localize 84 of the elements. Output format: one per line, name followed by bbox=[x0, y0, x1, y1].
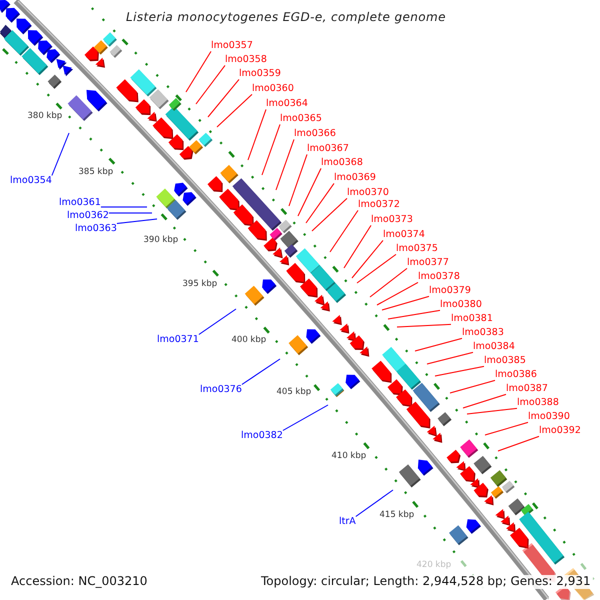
gene-label: lmo0383 bbox=[462, 328, 504, 338]
gene-label: lmo0365 bbox=[280, 114, 322, 124]
leader-line bbox=[288, 154, 308, 206]
gene-label: lmo0358 bbox=[225, 54, 267, 66]
leader-line bbox=[344, 224, 372, 268]
leader-line bbox=[376, 282, 418, 306]
scale-tick-label: 410 kbp bbox=[332, 452, 366, 462]
gene-label: lmo0362 bbox=[67, 210, 109, 222]
gene-label: lmo0385 bbox=[484, 356, 526, 366]
gene-label: lmo0367 bbox=[307, 144, 349, 154]
leader-line bbox=[306, 182, 334, 224]
gene-label: lmo0392 bbox=[539, 426, 581, 436]
leader-line bbox=[356, 254, 396, 284]
gene-label: lmo0360 bbox=[252, 84, 294, 94]
leader-line bbox=[208, 78, 240, 118]
leader-line bbox=[282, 404, 328, 431]
gene-label: lmo0359 bbox=[239, 68, 281, 80]
leader-line bbox=[388, 310, 440, 320]
gene-label: lmo0381 bbox=[451, 314, 493, 324]
leader-line bbox=[198, 308, 236, 335]
leader-line bbox=[426, 352, 474, 364]
gene-label: lmo0368 bbox=[321, 158, 363, 168]
leader-line bbox=[276, 138, 294, 190]
leader-line bbox=[382, 296, 430, 310]
leader-line bbox=[484, 422, 528, 436]
leader-line bbox=[248, 108, 266, 160]
leader-line bbox=[450, 380, 496, 394]
leader-line bbox=[352, 240, 384, 278]
scale-tick-label: 385 kbp bbox=[78, 168, 114, 178]
scale-tick-label: 415 kbp bbox=[380, 511, 414, 521]
scale-tick-label: 390 kbp bbox=[144, 236, 178, 246]
gene-label: lmo0387 bbox=[506, 384, 548, 394]
gene-label: lmo0354 bbox=[10, 176, 52, 186]
leader-line bbox=[196, 64, 226, 104]
leader-line bbox=[466, 408, 518, 414]
gene-label: lmo0361 bbox=[59, 198, 101, 208]
leader-line bbox=[262, 124, 280, 176]
gene-label: lmo0380 bbox=[440, 300, 482, 310]
leader-line bbox=[186, 50, 212, 92]
gene-label: lmo0370 bbox=[347, 188, 389, 198]
leader-line bbox=[312, 198, 348, 232]
gene-label: lmo0382 bbox=[241, 430, 283, 442]
scale-tick-label: 395 kbp bbox=[182, 280, 218, 290]
leader-line bbox=[434, 366, 484, 376]
gene-label: lmo0374 bbox=[383, 230, 425, 240]
gene-label: lmo0364 bbox=[266, 98, 308, 110]
gene-label: ltrA bbox=[339, 516, 356, 528]
leader-line bbox=[414, 338, 462, 352]
gene-label: lmo0378 bbox=[418, 272, 460, 282]
gene-label: lmo0375 bbox=[396, 244, 438, 254]
scale-tick-label: 405 kbp bbox=[276, 388, 312, 398]
leader-line bbox=[462, 394, 506, 408]
leader-line bbox=[100, 206, 148, 208]
leader-line bbox=[370, 268, 408, 298]
genome-info-text: Topology: circular; Length: 2,944,528 bp; Genes: 2,931 bbox=[259, 575, 593, 589]
scale-tick-label: 380 kbp bbox=[28, 112, 62, 122]
gene-label: lmo0384 bbox=[473, 342, 515, 352]
gene-label: lmo0369 bbox=[334, 172, 376, 184]
gene-label: lmo0366 bbox=[294, 128, 336, 140]
leader-line bbox=[298, 168, 322, 216]
leader-line bbox=[330, 210, 358, 252]
scale-tick-label: 420 kbp bbox=[416, 561, 452, 571]
leader-line bbox=[396, 324, 452, 328]
leader-line bbox=[216, 94, 252, 128]
leader-line bbox=[498, 436, 540, 452]
gene-label: lmo0390 bbox=[528, 412, 570, 422]
gene-label: lmo0379 bbox=[429, 286, 471, 296]
gene-label: lmo0363 bbox=[75, 224, 117, 234]
gene-label: lmo0357 bbox=[211, 40, 253, 52]
gene-label: lmo0377 bbox=[407, 258, 449, 268]
gene-label: lmo0376 bbox=[200, 384, 242, 396]
scale-tick-label: 400 kbp bbox=[232, 336, 266, 346]
leader-line bbox=[355, 490, 394, 517]
map-title: Listeria monocytogenes EGD-e, complete genome bbox=[126, 11, 446, 25]
leader-line bbox=[108, 212, 152, 214]
gene-label: lmo0372 bbox=[358, 200, 400, 210]
gene-label: lmo0386 bbox=[495, 370, 537, 380]
gene-label: lmo0388 bbox=[517, 398, 559, 408]
leader-line bbox=[116, 218, 158, 224]
gene-label: lmo0373 bbox=[371, 214, 413, 226]
genome-info-text: Accession: NC_003210 bbox=[9, 575, 150, 589]
gene-label: lmo0371 bbox=[157, 334, 199, 346]
leader-line bbox=[241, 358, 280, 385]
leader-line bbox=[51, 132, 70, 176]
